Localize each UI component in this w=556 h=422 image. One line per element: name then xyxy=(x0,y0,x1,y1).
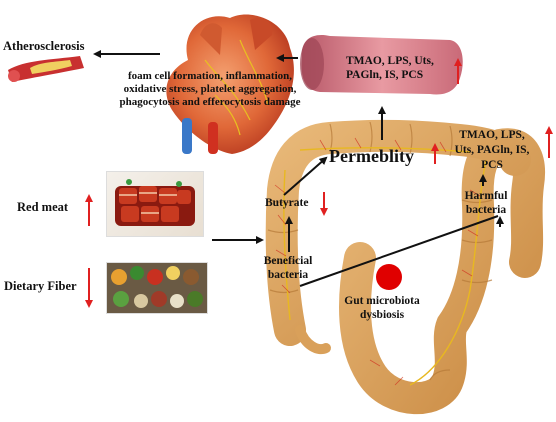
dysbiosis-link-line xyxy=(299,215,499,287)
black-arrows xyxy=(93,50,504,287)
heart-illustration xyxy=(166,14,294,154)
label-beneficial-bacteria: Beneficial bacteria xyxy=(263,255,313,281)
dietary-fiber-photo xyxy=(106,262,208,314)
label-heart-effects: foam cell formation, inflammation, oxida… xyxy=(119,70,301,108)
intestine-illustration xyxy=(265,119,545,415)
label-butyrate: Butyrate xyxy=(265,197,309,209)
dysbiosis-marker-dot xyxy=(376,264,402,290)
label-permeability: Permeblity xyxy=(329,146,414,166)
label-gut-metabolites: TMAO, LPS, Uts, PAGln, IS, PCS xyxy=(454,129,530,171)
blood-vessel-illustration xyxy=(300,34,463,95)
label-dysbiosis: Gut microbiota dysbiosis xyxy=(344,295,420,321)
label-dietary-fiber: Dietary Fiber xyxy=(4,279,77,293)
label-vessel-metabolites: TMAO, LPS, Uts, PAGln, IS, PCS xyxy=(346,55,434,82)
red-arrows xyxy=(85,58,553,308)
artery-illustration xyxy=(8,56,84,82)
arrow-butyrate-to-permeability xyxy=(283,156,328,196)
label-harmful-bacteria: Harmful bacteria xyxy=(464,190,508,216)
red-meat-photo xyxy=(106,171,204,237)
label-red-meat: Red meat xyxy=(17,200,69,214)
label-atherosclerosis: Atherosclerosis xyxy=(3,39,85,53)
